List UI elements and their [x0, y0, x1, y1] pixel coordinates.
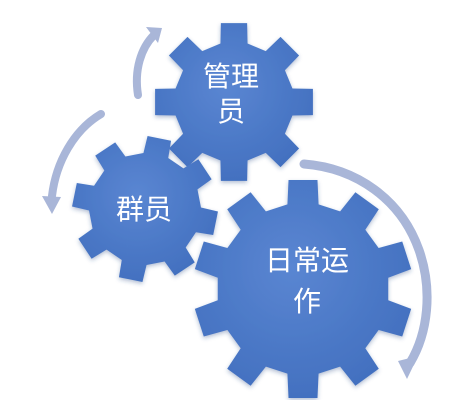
members-gear-label: 群员 — [116, 193, 172, 226]
daily-operations-gear-label: 日常运 作 — [265, 244, 349, 318]
members-label-line-1: 群员 — [116, 193, 172, 226]
cycle-arrows — [42, 27, 432, 379]
gears — [72, 23, 412, 399]
members-gear — [72, 136, 218, 282]
admin-gear-label: 管理 员 — [203, 60, 259, 128]
arrow-right — [299, 159, 432, 379]
daily-operations-label-line-2: 作 — [293, 285, 321, 318]
admin-label-line-1: 管理 — [203, 60, 259, 93]
daily-operations-gear — [194, 179, 412, 399]
admin-gear — [155, 23, 313, 181]
daily-operations-label-line-1: 日常运 — [265, 244, 349, 277]
admin-label-line-2: 员 — [217, 95, 245, 128]
arrow-top-left — [132, 27, 162, 99]
arrow-left — [42, 110, 105, 214]
